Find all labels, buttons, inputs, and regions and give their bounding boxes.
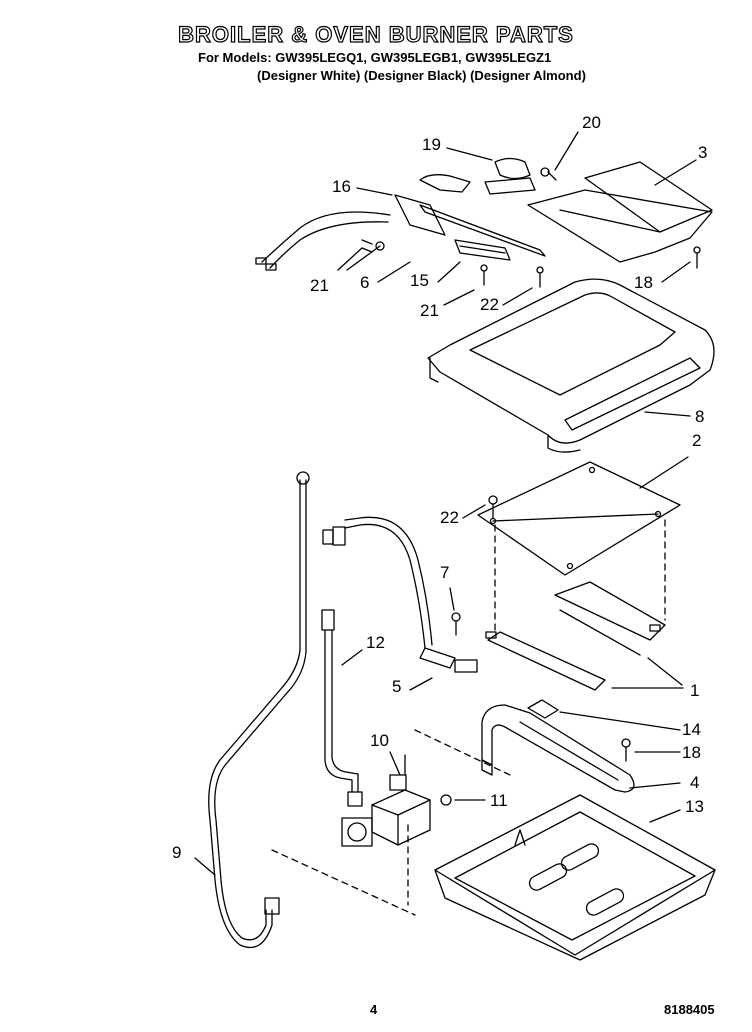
part-2-shield [477,461,681,576]
part-5-igniter [322,516,478,673]
part-9-gas-tube [208,471,310,949]
part-19-igniter [484,157,557,195]
callout-16: 16 [332,177,351,196]
callout-18-lower: 18 [682,743,701,762]
callout-21-upper: 21 [310,276,329,295]
part-18-screw-lower [621,738,631,762]
callout-9: 9 [172,843,181,862]
models-line: For Models: GW395LEGQ1, GW395LEGB1, GW39… [198,50,552,65]
callout-5: 5 [392,677,401,696]
callout-20: 20 [582,113,601,132]
screws-upper [361,239,701,288]
page-title: BROILER & OVEN BURNER PARTS [178,21,574,47]
leader-lines [194,131,697,876]
callout-labels: 20 19 3 16 21 6 15 21 22 18 8 2 22 7 12 … [172,113,707,862]
page-number: 4 [370,1002,378,1017]
part-13-tray [434,794,716,961]
part-10-valve [341,754,452,847]
callout-19: 19 [422,135,441,154]
callout-8: 8 [695,407,704,426]
callout-4: 4 [690,773,699,792]
callout-22-upper: 22 [480,295,499,314]
callout-1: 1 [690,681,699,700]
part-16-bracket [255,174,546,271]
callout-2: 2 [692,431,701,450]
part-14-clip [527,699,559,719]
callout-15: 15 [410,271,429,290]
callout-6: 6 [360,273,369,292]
callout-13: 13 [685,797,704,816]
part-1-brackets [485,581,666,691]
designers-line: (Designer White) (Designer Black) (Desig… [257,68,586,83]
callout-3: 3 [698,143,707,162]
part-8-broiler-cover [427,278,715,453]
callout-22-lower: 22 [440,508,459,527]
callout-21-lower: 21 [420,301,439,320]
part-4-burner [481,704,635,793]
callout-10: 10 [370,731,389,750]
callout-11: 11 [490,791,508,810]
part-3-top-cover [527,161,713,263]
callout-7: 7 [440,563,449,582]
document-number: 8188405 [664,1002,715,1017]
part-12-tube [321,609,363,807]
part-7-screw [451,612,461,636]
callout-14: 14 [682,720,701,739]
callout-12: 12 [366,633,385,652]
callout-18-upper: 18 [634,273,653,292]
part-15-plate [454,239,511,261]
alignment-lines [271,519,666,916]
